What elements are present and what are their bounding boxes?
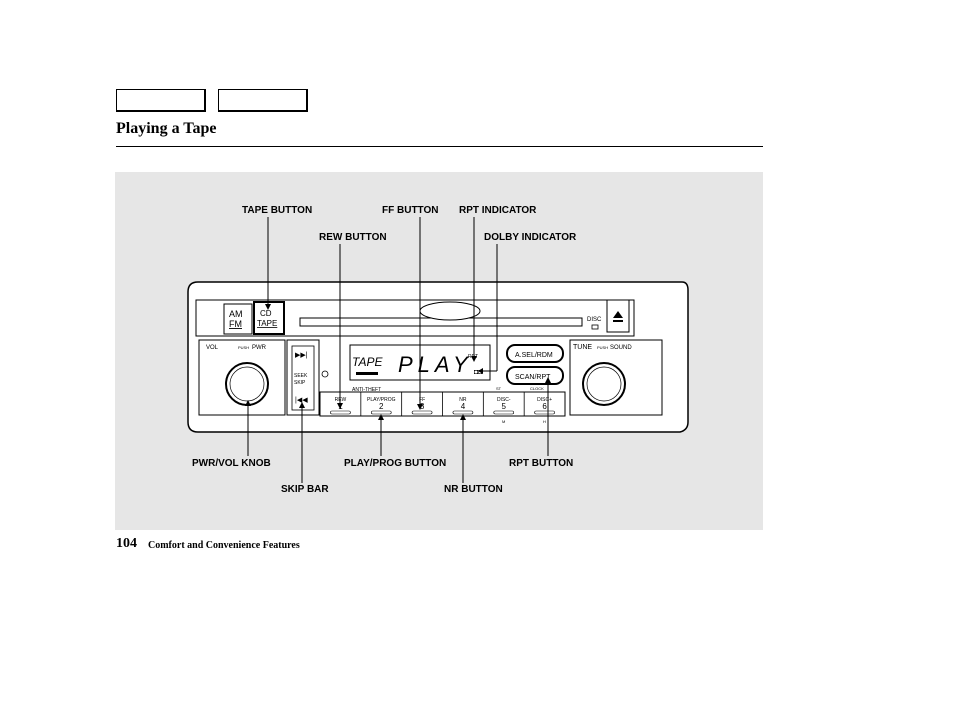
preset-number: 6 [542, 402, 547, 411]
hour-label: H [543, 419, 546, 424]
index-tab[interactable] [218, 89, 308, 112]
preset-button [534, 410, 555, 415]
eject-icon [613, 311, 623, 318]
anti-theft-led [321, 370, 329, 378]
callout-rew-button: REW BUTTON [319, 232, 387, 243]
preset-label: REW [335, 397, 347, 403]
callout-dolby-indicator: DOLBY INDICATOR [484, 232, 577, 243]
dolby-icon: ◘◘ [474, 369, 482, 376]
tune-knob [582, 362, 626, 406]
preset-label: FF [419, 397, 425, 403]
callout-rpt-indicator: RPT INDICATOR [459, 205, 537, 216]
slot-door [419, 301, 481, 321]
preset-label: PLAY/PROG [367, 397, 396, 403]
callout-rpt-button: RPT BUTTON [509, 458, 574, 469]
preset-label: DISC+ [537, 397, 552, 403]
preset-button [493, 410, 515, 415]
display-mode: TAPE [352, 355, 383, 369]
skip-forward-icon: ▶▶| [295, 352, 308, 359]
preset-button [452, 410, 474, 415]
am-fm-button [223, 303, 253, 335]
push-label: PUSH [238, 345, 249, 350]
callout-tape-button: TAPE BUTTON [242, 205, 313, 216]
memory-label: M [502, 419, 505, 424]
callout-ff-button: FF BUTTON [382, 205, 439, 216]
section-name: Comfort and Convenience Features [148, 540, 300, 551]
leader-arrowheads [245, 304, 551, 420]
page-title: Playing a Tape [116, 120, 217, 137]
sound-label: SOUND [610, 345, 632, 351]
scan-rpt-label: SCAN/RPT [515, 374, 551, 381]
preset-number: 5 [502, 402, 507, 411]
callout-play-prog-button: PLAY/PROG BUTTON [344, 458, 447, 469]
disc-indicator [591, 324, 599, 330]
preset-label: DISC- [497, 397, 511, 403]
asel-rdm-button [506, 344, 564, 363]
tune-label: TUNE [573, 344, 592, 351]
preset-number: 2 [379, 402, 384, 411]
disc-label: DISC [587, 317, 602, 323]
anti-theft-label: ANTI-THEFT [352, 387, 381, 393]
pwr-vol-knob [225, 362, 269, 406]
preset-number: 4 [461, 402, 466, 411]
vol-label: VOL [206, 345, 219, 351]
skip-label: SKIP [294, 380, 306, 386]
display-status: PLAY [398, 352, 473, 377]
preset-button [411, 410, 433, 415]
title-rule [116, 146, 763, 147]
fm-label: FM [229, 319, 242, 329]
level-meter [356, 372, 378, 375]
pwr-label: PWR [252, 345, 267, 351]
preset-button [330, 410, 351, 415]
skip-back-icon: |◀◀ [295, 397, 308, 404]
push-label-right: PUSH [597, 345, 608, 350]
callout-nr-button: NR BUTTON [444, 484, 503, 495]
callout-skip-bar: SKIP BAR [281, 484, 329, 495]
skip-bar [291, 345, 315, 411]
leader-lines [247, 217, 549, 483]
am-label: AM [229, 309, 243, 319]
clock-label: CLOCK [530, 386, 544, 391]
page-number: 104 [116, 536, 137, 551]
preset-label: NR [459, 397, 467, 403]
preset-button [370, 410, 392, 415]
prev-section-tab[interactable] [116, 89, 206, 112]
stereo-label: ST [496, 386, 502, 391]
callout-pwr-vol-knob: PWR/VOL KNOB [192, 458, 271, 469]
cd-label: CD [260, 309, 272, 318]
seek-label: SEEK [294, 373, 308, 379]
asel-rdm-label: A.SEL/RDM [515, 352, 553, 359]
tape-label: TAPE [257, 319, 277, 328]
preset-number: 3 [420, 402, 425, 411]
